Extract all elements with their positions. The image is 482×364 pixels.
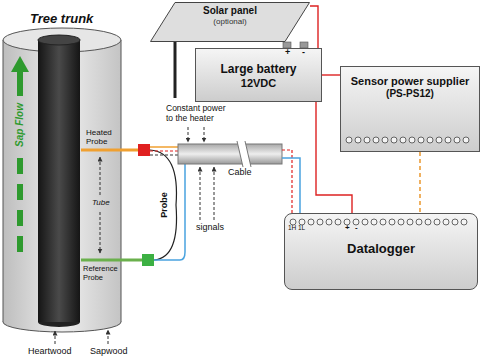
polarity-sign: - [302, 48, 305, 57]
terminal [389, 219, 395, 225]
cable [178, 144, 282, 164]
leader-line [108, 330, 109, 344]
terminal [346, 137, 352, 143]
node-title: Large battery [220, 63, 296, 77]
terminal [425, 219, 431, 225]
terminal [407, 219, 413, 225]
signal-label: signals [196, 222, 224, 232]
pin-name: 1L [298, 225, 305, 232]
cable-wire [282, 158, 300, 213]
flow-label: Sap Flow [14, 103, 26, 147]
sap-flow-arrow [11, 56, 29, 72]
sap-flow-dash [17, 210, 23, 226]
node-subtitle: (optional) [213, 17, 246, 26]
terminal [364, 137, 370, 143]
terminal [463, 137, 469, 143]
tube-arrow [100, 157, 101, 195]
node-subtitle: 12VDC [241, 77, 276, 90]
terminal [409, 137, 415, 143]
part-label: Tree trunk [30, 12, 93, 27]
terminal [317, 219, 323, 225]
terminal [418, 137, 424, 143]
wire-connector [322, 74, 340, 75]
node-title: Datalogger [347, 242, 415, 257]
annotation-arrow [188, 127, 189, 142]
polarity-sign: + [285, 48, 290, 57]
probe-bracket [150, 150, 177, 260]
terminal [335, 219, 341, 225]
terminal [391, 137, 397, 143]
terminal [380, 219, 386, 225]
wire-connector [310, 6, 318, 48]
sap-flow-arrow [17, 72, 23, 96]
terminal [443, 219, 449, 225]
terminal [436, 137, 442, 143]
annotation-arrow [200, 167, 201, 220]
terminal [371, 219, 377, 225]
part-label: Tube [92, 198, 110, 207]
cable-break [237, 141, 251, 167]
trunk-edge [3, 40, 4, 322]
sap-flow-dash [17, 184, 23, 200]
part-label: Probe [159, 192, 169, 218]
part-label: Reference Probe [83, 265, 120, 282]
heartwood-top [38, 35, 80, 45]
terminal [373, 137, 379, 143]
node-title: Sensor power supplier [351, 75, 470, 88]
part-label: Sapwood [90, 346, 128, 356]
note-label: Constant power to the heater [166, 104, 230, 124]
terminal [326, 219, 332, 225]
heater-wire [150, 150, 178, 151]
leader-line [55, 331, 56, 344]
cable-break [237, 141, 243, 167]
cable-wire [282, 150, 292, 213]
terminal [454, 137, 460, 143]
terminal [308, 219, 314, 225]
sap-flow-dash [17, 236, 23, 252]
reference-probe [81, 259, 142, 262]
annotation-arrow [204, 127, 205, 142]
panel-pole [174, 42, 177, 98]
terminal [416, 219, 422, 225]
wire-connector [419, 152, 420, 213]
heater-wire [150, 146, 178, 148]
heater-wire [150, 154, 178, 155]
tube-arrow [100, 212, 101, 253]
part-label: Heated Probe [86, 128, 118, 146]
heated-probe-head [138, 144, 150, 156]
part-label: Heartwood [28, 346, 72, 356]
trunk-body [3, 40, 121, 322]
part-label: Cable [228, 167, 252, 177]
solar-panel: Solar panel(optional) [150, 2, 310, 42]
polarity-sign: + [345, 224, 350, 232]
terminal [382, 137, 388, 143]
reference-probe-head [142, 254, 154, 266]
heartwood-core [38, 40, 80, 322]
terminal [362, 219, 368, 225]
polarity-sign: - [355, 224, 358, 232]
node-title: Solar panel [203, 5, 257, 17]
annotation-arrow [214, 167, 215, 220]
terminal [398, 219, 404, 225]
panel-outline [151, 3, 310, 42]
heated-probe [81, 149, 138, 152]
trunk-edge [121, 40, 122, 322]
terminal [400, 137, 406, 143]
power-supply-box: Sensor power supplier(PS-PS12) [340, 66, 480, 152]
node-subtitle: (PS-PS12) [386, 88, 434, 100]
terminal [427, 137, 433, 143]
terminal [461, 219, 467, 225]
terminal [434, 219, 440, 225]
cable-break [245, 141, 251, 167]
sap-flow-dash [17, 158, 23, 174]
terminal [445, 137, 451, 143]
pin-name: 1H [288, 225, 296, 232]
terminal [355, 137, 361, 143]
signal-wire [154, 164, 185, 260]
datalogger-box: Datalogger [284, 213, 478, 290]
terminal [452, 219, 458, 225]
